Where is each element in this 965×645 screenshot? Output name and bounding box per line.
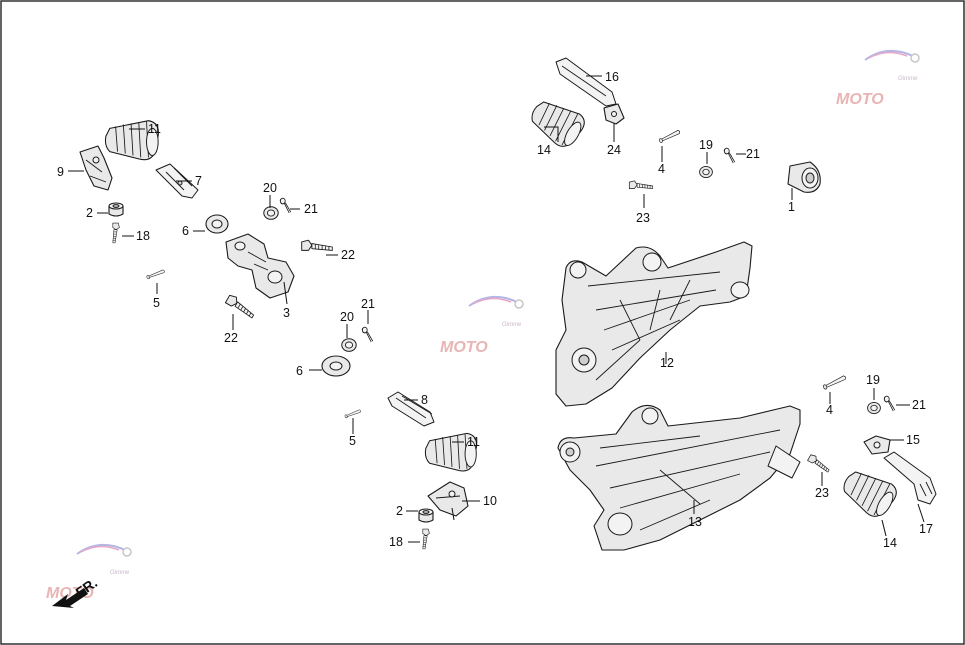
callout-23-lower: 23 <box>815 486 829 500</box>
callout-12: 12 <box>660 356 674 370</box>
callout-18-mid: 18 <box>389 535 403 549</box>
callout-6-mid: 6 <box>296 364 303 378</box>
callout-21-top: 21 <box>746 147 760 161</box>
part-2-collar-mid <box>418 508 434 523</box>
callout-9: 9 <box>57 165 64 179</box>
callout-11-mid: 11 <box>467 435 480 449</box>
part-6-washer-mid <box>321 355 351 377</box>
callout-7: 7 <box>195 174 202 188</box>
callout-11: 11 <box>148 122 161 136</box>
watermark-text: MOTO <box>440 339 488 356</box>
part-9-bracket <box>79 145 113 191</box>
part-13-rear-bracket-lower <box>557 404 801 551</box>
watermark-top-right: MOTO Gimme <box>836 49 921 108</box>
callout-23: 23 <box>636 211 650 225</box>
part-12-rear-bracket <box>555 241 753 407</box>
callout-8: 8 <box>421 393 428 407</box>
watermark-subtext: Gimme <box>110 570 130 576</box>
part-15-bracket <box>863 435 891 455</box>
part-10-footrest-bracket <box>427 481 469 521</box>
callout-22-lower: 22 <box>224 331 238 345</box>
callout-22: 22 <box>341 248 355 262</box>
part-20-washer-mid <box>341 338 357 352</box>
callout-2-mid: 2 <box>396 504 403 518</box>
callout-20-mid: 20 <box>340 310 354 324</box>
watermark-subtext: Gimme <box>502 322 522 328</box>
callout-5: 5 <box>153 296 160 310</box>
part-24-bracket <box>603 103 625 125</box>
front-direction-arrow-icon <box>52 588 88 608</box>
callout-10: 10 <box>483 494 497 508</box>
callout-21-mid: 21 <box>361 297 375 311</box>
callout-14-lower: 14 <box>883 536 897 550</box>
callout-21-lower: 21 <box>912 398 926 412</box>
callout-4: 4 <box>658 162 665 176</box>
callout-20: 20 <box>263 181 277 195</box>
watermark-text: MOTO <box>836 91 884 108</box>
part-3-footrest-bracket <box>225 233 295 299</box>
callout-3: 3 <box>283 306 290 320</box>
callout-2: 2 <box>86 206 93 220</box>
callout-14: 14 <box>537 143 551 157</box>
part-1-rubber-damper <box>787 161 821 193</box>
part-19-washer-top <box>699 165 713 179</box>
leader-lines <box>68 75 925 543</box>
part-6-washer <box>205 214 229 234</box>
callout-21: 21 <box>304 202 318 216</box>
callout-18: 18 <box>136 229 150 243</box>
callout-19-lower: 19 <box>866 373 880 387</box>
part-8-footrest-arm-mid <box>387 391 435 427</box>
callout-16: 16 <box>605 70 619 84</box>
callout-4-lower: 4 <box>826 403 833 417</box>
watermark-center: MOTO Gimme <box>440 295 525 356</box>
callout-5-mid: 5 <box>349 434 356 448</box>
callout-19: 19 <box>699 138 713 152</box>
watermark-subtext: Gimme <box>898 76 918 82</box>
part-19-washer-lower <box>867 401 881 415</box>
callout-labels: 9 11 7 2 18 20 21 6 22 5 3 22 20 21 6 8 … <box>57 70 933 550</box>
callout-24: 24 <box>607 143 621 157</box>
callout-6: 6 <box>182 224 189 238</box>
part-2-collar <box>108 202 124 217</box>
part-20-washer <box>263 206 279 220</box>
callout-13: 13 <box>688 515 702 529</box>
callout-17: 17 <box>919 522 933 536</box>
callout-15: 15 <box>906 433 920 447</box>
callout-1: 1 <box>788 200 795 214</box>
part-17-footrest-arm-lower <box>883 451 937 505</box>
